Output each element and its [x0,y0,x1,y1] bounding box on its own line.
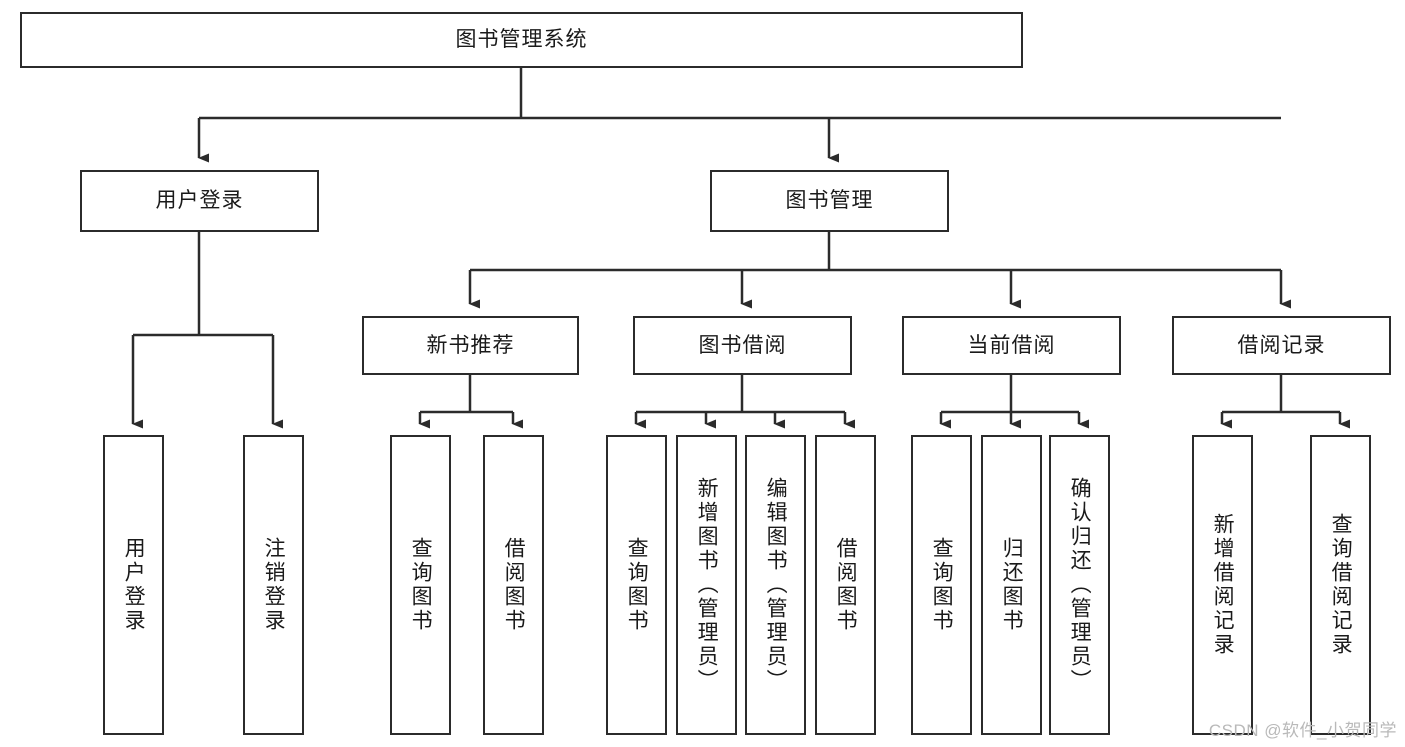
node-leaf-borrow-book-2[interactable]: 借阅图书 [815,435,876,735]
node-label: 查询图书 [625,537,649,633]
node-label: 借阅图书 [502,537,526,633]
node-label: 借阅记录 [1237,333,1326,357]
node-label: 确认归还（管理员） [1068,477,1092,693]
node-label: 新增借阅记录 [1211,513,1235,657]
node-book-management[interactable]: 图书管理 [710,170,949,232]
node-label: 新书推荐 [426,333,515,357]
node-label: 归还图书 [1000,537,1024,633]
node-leaf-query-book-2[interactable]: 查询图书 [606,435,667,735]
node-label: 图书借阅 [698,333,787,357]
node-book-management-system[interactable]: 图书管理系统 [20,12,1023,68]
node-borrow-record[interactable]: 借阅记录 [1172,316,1391,375]
node-label: 编辑图书（管理员） [764,477,788,693]
node-label: 图书管理 [785,189,874,213]
node-label: 当前借阅 [967,333,1056,357]
node-label: 借阅图书 [834,537,858,633]
node-label: 注销登录 [262,537,286,633]
node-label: 用户登录 [122,537,146,633]
node-leaf-return-book[interactable]: 归还图书 [981,435,1042,735]
node-leaf-add-book[interactable]: 新增图书（管理员） [676,435,737,735]
node-label: 新增图书（管理员） [695,477,719,693]
node-leaf-query-book-3[interactable]: 查询图书 [911,435,972,735]
node-current-borrow[interactable]: 当前借阅 [902,316,1121,375]
node-leaf-logout-login[interactable]: 注销登录 [243,435,304,735]
node-leaf-add-record[interactable]: 新增借阅记录 [1192,435,1253,735]
watermark: CSDN @软件_小贺同学 [1208,721,1397,740]
node-label: 图书管理系统 [455,28,588,52]
node-leaf-confirm-return[interactable]: 确认归还（管理员） [1049,435,1110,735]
node-leaf-query-book-1[interactable]: 查询图书 [390,435,451,735]
node-book-borrow[interactable]: 图书借阅 [633,316,852,375]
node-label: 查询借阅记录 [1329,513,1353,657]
node-new-book-recommend[interactable]: 新书推荐 [362,316,579,375]
node-label: 查询图书 [930,537,954,633]
node-leaf-query-record[interactable]: 查询借阅记录 [1310,435,1371,735]
node-leaf-user-login[interactable]: 用户登录 [103,435,164,735]
node-leaf-borrow-book-1[interactable]: 借阅图书 [483,435,544,735]
node-label: 用户登录 [155,189,244,213]
node-leaf-edit-book[interactable]: 编辑图书（管理员） [745,435,806,735]
node-label: 查询图书 [409,537,433,633]
node-user-login[interactable]: 用户登录 [80,170,319,232]
